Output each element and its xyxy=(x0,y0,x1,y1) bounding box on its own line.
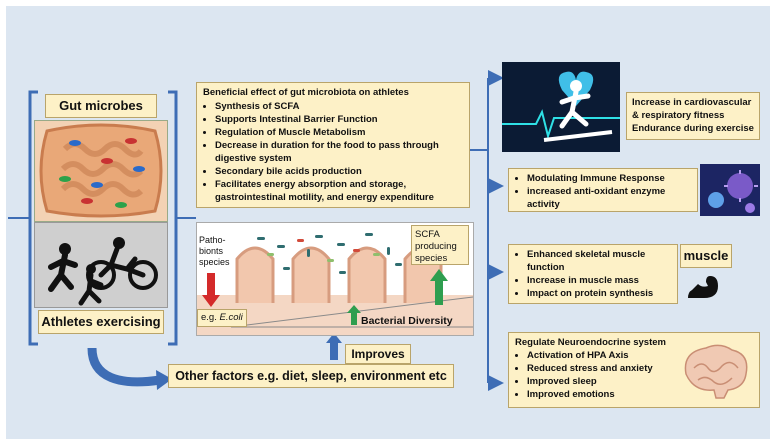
gut-microbes-label: Gut microbes xyxy=(45,94,157,118)
benefit-item: Secondary bile acids production xyxy=(215,165,463,178)
muscle-item: Impact on protein synthesis xyxy=(527,287,671,300)
benefit-item: Supports Intestinal Barrier Function xyxy=(215,113,463,126)
neuro-item: Reduced stress and anxiety xyxy=(527,362,753,375)
intestine-image xyxy=(34,120,168,222)
ecoli-label: e.g. E.coli xyxy=(197,309,247,327)
other-factors-label: Other factors e.g. diet, sleep, environm… xyxy=(168,364,454,388)
muscle-item: Increase in muscle mass xyxy=(527,274,671,287)
neuro-heading: Regulate Neuroendocrine system xyxy=(515,337,666,348)
benefits-list: Synthesis of SCFA Supports Intestinal Ba… xyxy=(203,100,463,204)
improves-label: Improves xyxy=(345,344,411,364)
treadmill-image xyxy=(502,62,620,152)
treadmill-icon xyxy=(502,62,620,152)
pathobionts-label: Patho-bionts species xyxy=(199,235,230,267)
immune-cells-image xyxy=(700,164,760,216)
muscle-box: Enhanced skeletal muscle function Increa… xyxy=(508,244,678,304)
brain-icon xyxy=(676,338,754,404)
muscle-item: Enhanced skeletal muscle function xyxy=(527,248,671,274)
pathobionts-down-arrow xyxy=(207,273,215,295)
improves-arrow-shaft xyxy=(330,342,338,360)
benefit-item: Decrease in duration for the food to pas… xyxy=(215,139,463,165)
immune-box: Modulating Immune Response increased ant… xyxy=(508,168,698,212)
benefit-item: Regulation of Muscle Metabolism xyxy=(215,126,463,139)
neuro-item: Improved sleep xyxy=(527,375,753,388)
cardio-line-1: Increase in cardiovascular & respiratory… xyxy=(632,97,752,121)
diversity-up-arrow xyxy=(351,313,357,325)
athletes-icon xyxy=(35,223,167,307)
improves-arrow-head xyxy=(326,333,342,343)
benefit-item: Synthesis of SCFA xyxy=(215,100,463,113)
neuro-item: Improved emotions xyxy=(527,388,753,401)
athletes-exercising-label: Athletes exercising xyxy=(38,310,164,334)
scfa-label: SCFA producing species xyxy=(411,225,469,265)
scfa-up-arrow xyxy=(435,281,443,305)
virus-icon xyxy=(700,164,760,216)
neuro-item: Activation of HPA Axis xyxy=(527,349,753,362)
flexed-arm-icon xyxy=(684,272,724,304)
immune-item: Modulating Immune Response xyxy=(527,172,691,185)
middle-bracket xyxy=(168,90,178,346)
cardio-box: Increase in cardiovascular & respiratory… xyxy=(626,92,760,140)
benefits-box: Beneficial effect of gut microbiota on a… xyxy=(196,82,470,208)
benefits-heading: Beneficial effect of gut microbiota on a… xyxy=(203,87,409,98)
athletes-image xyxy=(34,222,168,308)
cardio-line-2: Endurance during exercise xyxy=(632,123,754,134)
gut-villi-diagram: Patho-bionts species e.g. E.coli SCFA pr… xyxy=(196,222,474,336)
muscle-label: muscle xyxy=(680,244,732,268)
curved-arrow xyxy=(87,347,161,387)
benefit-item: Facilitates energy absorption and storag… xyxy=(215,178,463,204)
intestine-icon xyxy=(35,121,167,221)
bacterial-diversity-label: Bacterial Diversity xyxy=(361,315,453,327)
ecoli-prefix: e.g. xyxy=(201,312,220,323)
immune-item: increased anti-oxidant enzyme activity xyxy=(527,185,691,211)
ecoli-name: E.coli xyxy=(219,312,243,323)
